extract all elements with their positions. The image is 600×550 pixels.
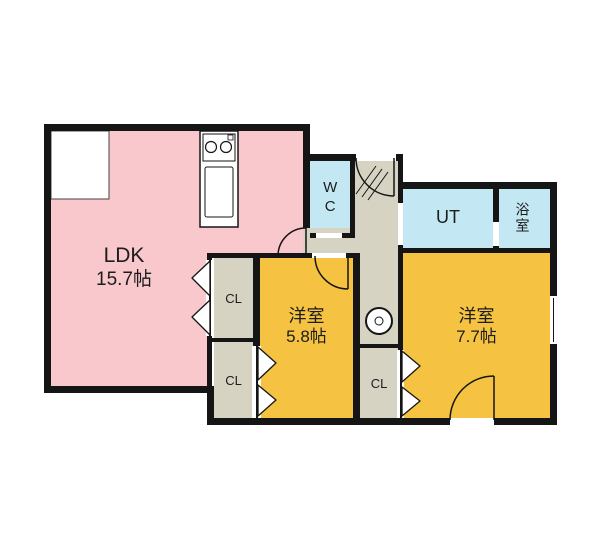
hatch-line bbox=[361, 168, 383, 198]
bath-door-opening bbox=[493, 222, 499, 246]
hatch-line bbox=[367, 171, 389, 201]
wall-segment bbox=[207, 418, 557, 425]
wall-segment bbox=[207, 253, 360, 258]
wall-segment bbox=[398, 248, 557, 253]
stove-burner-icon bbox=[219, 140, 233, 154]
ldk-floor-lower bbox=[51, 253, 207, 386]
room-fills bbox=[51, 131, 550, 418]
wall-segment bbox=[398, 161, 403, 189]
alcove-area bbox=[50, 130, 110, 200]
western-room1-floor bbox=[260, 258, 353, 418]
wall-segment bbox=[303, 124, 310, 228]
stove-icon bbox=[202, 133, 236, 162]
washing-machine-center bbox=[374, 316, 384, 326]
closet-door-triangle bbox=[401, 350, 421, 383]
western-room1-door-opening bbox=[312, 253, 346, 258]
washing-machine-icon bbox=[365, 307, 393, 335]
wall-segment bbox=[493, 189, 499, 248]
closet3-floor bbox=[360, 344, 398, 418]
door-swings bbox=[277, 157, 495, 421]
wall-segment bbox=[353, 253, 360, 425]
closet-door-triangle bbox=[401, 386, 421, 417]
western-room2-floor bbox=[403, 253, 550, 418]
entrance-step-hatch bbox=[355, 165, 389, 201]
ldk-door-arc bbox=[277, 227, 307, 257]
entrance-door-opening bbox=[356, 154, 396, 161]
hall-upper-floor bbox=[355, 161, 398, 253]
closet-door-triangle bbox=[191, 299, 211, 336]
closet2-floor bbox=[214, 342, 253, 418]
ut-floor bbox=[403, 189, 493, 248]
wall-segment bbox=[350, 154, 355, 238]
western-room2-door-arc bbox=[449, 375, 495, 421]
closet-door-triangle bbox=[257, 346, 277, 381]
western-room2-door-opening bbox=[450, 418, 494, 425]
stove-grill-icon bbox=[227, 134, 234, 141]
closet-door-track bbox=[400, 350, 402, 418]
kitchen-sink bbox=[204, 166, 234, 218]
closet-door-triangle bbox=[191, 260, 211, 297]
closet1-floor bbox=[214, 258, 253, 338]
wall-segment bbox=[44, 124, 51, 393]
western-room1-door-arc bbox=[314, 255, 349, 290]
closet-door-track bbox=[256, 346, 258, 418]
wall-segment bbox=[398, 253, 403, 348]
wall-segment bbox=[207, 338, 260, 342]
entrance-door-arc bbox=[355, 157, 395, 197]
hatch-line bbox=[355, 165, 377, 195]
closet-doors bbox=[191, 260, 421, 418]
wall-segment bbox=[398, 182, 557, 189]
stove-burner-icon bbox=[204, 140, 218, 154]
wc-floor bbox=[310, 161, 350, 233]
wc-door-opening bbox=[316, 233, 342, 238]
closet-door-track bbox=[209, 260, 211, 336]
kitchen-unit bbox=[199, 130, 239, 228]
washing-machine-circle bbox=[365, 307, 393, 335]
bath-floor bbox=[499, 189, 550, 248]
wall-segment bbox=[44, 386, 214, 393]
wall-segment bbox=[44, 124, 310, 131]
hall-vestibule-floor bbox=[303, 228, 355, 253]
ut-door-opening bbox=[398, 203, 403, 245]
wall-segment bbox=[358, 344, 403, 348]
closet-door-triangle bbox=[257, 384, 277, 417]
